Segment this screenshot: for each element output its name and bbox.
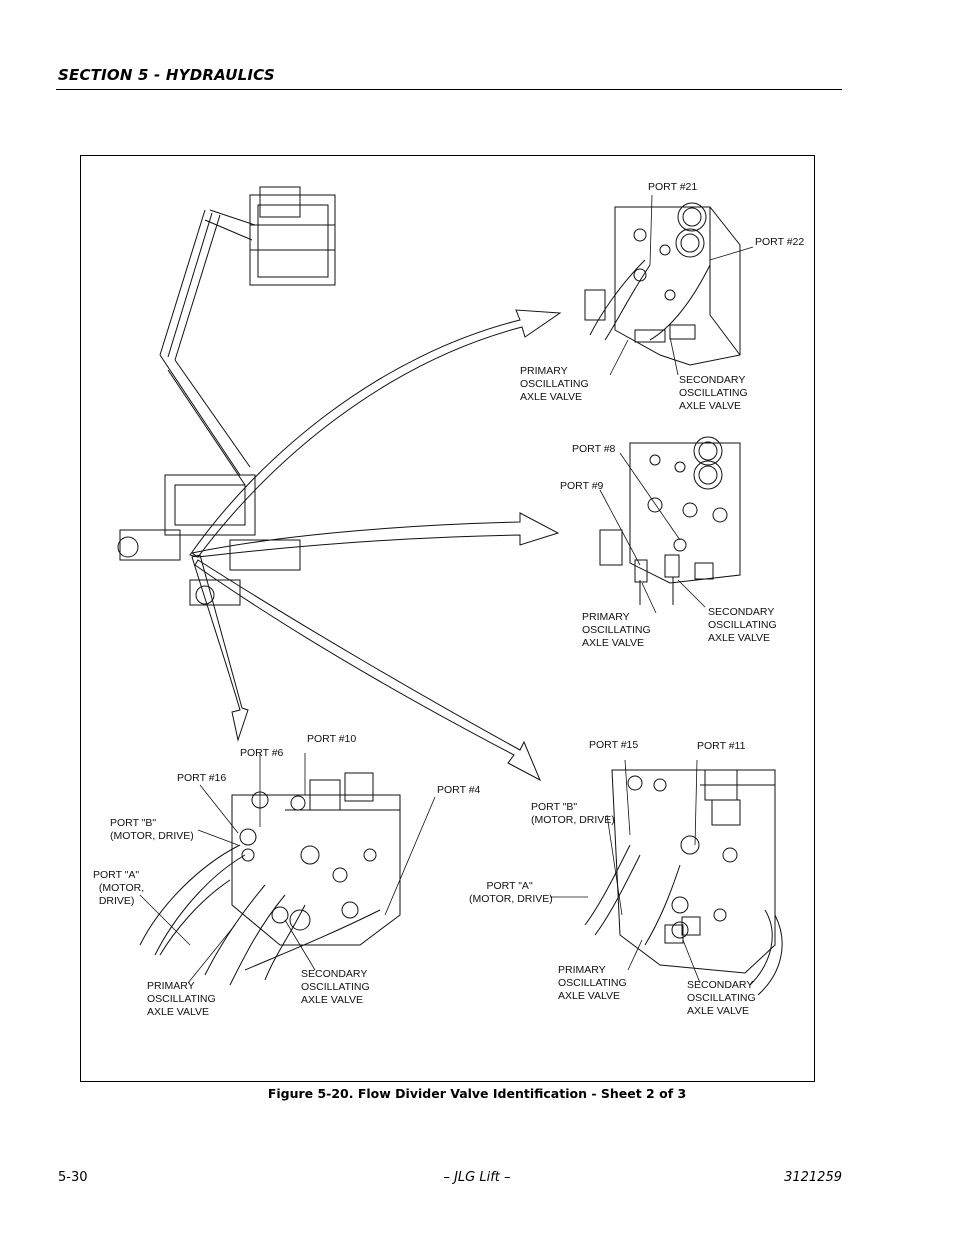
label-port-10: PORT #10	[307, 733, 357, 745]
label-secondary-oscillating-axle-valve-bottom-left: SECONDARY OSCILLATING AXLE VALVE	[301, 968, 370, 1006]
label-port-b-motor-drive-left: PORT "B" (MOTOR, DRIVE)	[110, 817, 194, 842]
section-title: SECTION 5 - HYDRAULICS	[58, 66, 275, 84]
boom-lift-drawing	[117, 186, 336, 606]
valve-block-bottom-right	[584, 769, 783, 996]
leader-lines	[139, 194, 754, 984]
footer-brand: – JLG Lift –	[443, 1170, 511, 1185]
label-port-6: PORT #6	[240, 747, 284, 759]
label-port-16: PORT #16	[177, 772, 227, 784]
label-port-b-motor-drive-right: PORT "B" (MOTOR, DRIVE)	[531, 801, 615, 826]
label-port-21: PORT #21	[648, 181, 698, 193]
valve-block-top-right	[584, 202, 741, 366]
label-port-8: PORT #8	[572, 443, 616, 455]
figure-frame	[80, 155, 815, 1082]
valve-block-bottom-left	[139, 772, 401, 986]
label-port-22: PORT #22	[755, 236, 805, 248]
label-port-9: PORT #9	[560, 480, 604, 492]
document-number: 3121259	[784, 1170, 842, 1185]
label-port-4: PORT #4	[437, 784, 481, 796]
label-primary-oscillating-axle-valve-middle: PRIMARY OSCILLATING AXLE VALVE	[582, 611, 651, 649]
label-port-a-motor-drive-left: PORT "A" (MOTOR, DRIVE)	[93, 869, 145, 907]
label-primary-oscillating-axle-valve-bottom-right: PRIMARY OSCILLATING AXLE VALVE	[558, 964, 627, 1002]
label-port-15: PORT #15	[589, 739, 639, 751]
label-secondary-oscillating-axle-valve-middle: SECONDARY OSCILLATING AXLE VALVE	[708, 606, 777, 644]
label-port-a-motor-drive-right: PORT "A" (MOTOR, DRIVE)	[469, 880, 553, 905]
label-port-11: PORT #11	[697, 740, 746, 752]
label-secondary-oscillating-axle-valve-bottom-right: SECONDARY OSCILLATING AXLE VALVE	[687, 979, 756, 1017]
label-primary-oscillating-axle-valve-top: PRIMARY OSCILLATING AXLE VALVE	[520, 365, 589, 403]
valve-block-middle-right	[599, 436, 741, 605]
label-primary-oscillating-axle-valve-bottom-left: PRIMARY OSCILLATING AXLE VALVE	[147, 980, 216, 1018]
callout-arrows	[189, 309, 562, 782]
header-rule	[56, 89, 842, 90]
page-number: 5-30	[58, 1170, 88, 1185]
label-secondary-oscillating-axle-valve-top: SECONDARY OSCILLATING AXLE VALVE	[679, 374, 748, 412]
figure-caption: Figure 5-20. Flow Divider Valve Identifi…	[267, 1086, 687, 1101]
figure-illustration	[117, 186, 783, 996]
